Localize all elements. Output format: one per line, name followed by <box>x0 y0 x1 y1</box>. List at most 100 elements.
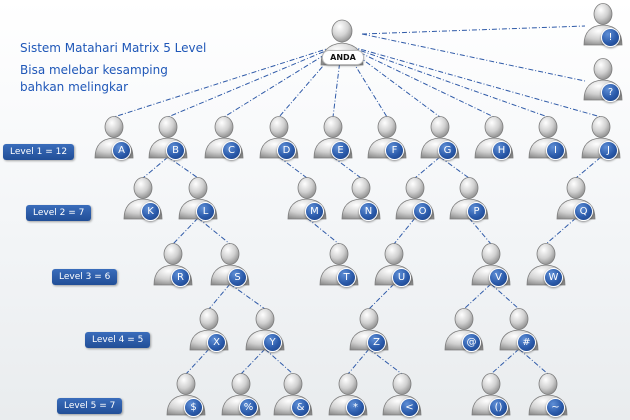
member-node-dollar: $ <box>164 372 208 417</box>
member-node-j: J <box>579 115 623 160</box>
member-node-tilde: ~ <box>526 372 570 417</box>
member-node-ampersand: & <box>271 372 315 417</box>
hash-to-tilde-connector <box>518 348 549 375</box>
node-letter-badge: B <box>166 141 185 160</box>
root-to-placeholder-question-connector <box>361 33 586 82</box>
node-letter-badge: P <box>467 202 486 221</box>
node-letter-badge: * <box>346 398 365 417</box>
member-node-a: A <box>92 115 136 160</box>
b-to-k-connector <box>142 156 169 179</box>
member-node-asterisk: * <box>326 372 370 417</box>
z-to-asterisk-connector <box>347 348 370 375</box>
member-node-r: R <box>151 242 195 287</box>
l-to-s-connector <box>197 217 231 245</box>
member-node-k: K <box>121 176 165 221</box>
member-node-o: O <box>393 176 437 221</box>
node-letter-badge: R <box>171 268 190 287</box>
member-node-hash: # <box>497 307 541 352</box>
member-node-b: B <box>146 115 190 160</box>
u-to-z-connector <box>368 283 395 310</box>
level-1-badge: Level 1 = 12 <box>3 144 75 160</box>
member-node-parentheses: () <box>469 372 513 417</box>
e-to-n-connector <box>332 156 362 179</box>
level-3-badge: Level 3 = 6 <box>52 269 118 285</box>
node-letter-badge: ? <box>601 83 620 102</box>
node-letter-badge: O <box>413 202 432 221</box>
node-letter-badge: Y <box>263 333 282 352</box>
root-to-d-connector <box>278 43 343 118</box>
y-to-percent-connector <box>240 348 266 375</box>
level-2-badge: Level 2 = 7 <box>26 205 92 221</box>
node-letter-badge: J <box>599 141 618 160</box>
member-node-y: Y <box>243 307 287 352</box>
node-letter-badge: () <box>489 398 508 417</box>
node-letter-badge: U <box>392 268 411 287</box>
member-node-placeholder-exclamation: ! <box>581 2 625 47</box>
member-node-s: S <box>208 242 252 287</box>
node-letter-badge: < <box>400 398 419 417</box>
node-letter-badge: L <box>196 202 215 221</box>
node-letter-badge: # <box>517 333 536 352</box>
member-node-percent: % <box>219 372 263 417</box>
member-node-placeholder-question: ? <box>581 57 625 102</box>
b-to-l-connector <box>167 156 199 179</box>
member-node-less-than: < <box>380 372 424 417</box>
member-node-g: G <box>418 115 462 160</box>
member-node-z: Z <box>347 307 391 352</box>
member-node-h: H <box>472 115 516 160</box>
g-to-o-connector <box>414 156 441 179</box>
node-letter-badge: D <box>277 141 296 160</box>
q-to-w-connector <box>545 217 577 245</box>
root-to-b-connector <box>167 43 343 118</box>
node-letter-badge: ! <box>601 28 620 47</box>
node-letter-badge: E <box>331 141 350 160</box>
member-node-t: T <box>317 242 361 287</box>
member-node-u: U <box>372 242 416 287</box>
node-letter-badge: X <box>207 333 226 352</box>
node-letter-badge: M <box>305 202 324 221</box>
node-letter-badge: N <box>359 202 378 221</box>
o-to-u-connector <box>393 217 416 245</box>
root-to-j-connector <box>341 43 602 118</box>
y-to-ampersand-connector <box>264 348 294 375</box>
node-letter-badge: V <box>489 268 508 287</box>
z-to-less-than-connector <box>368 348 403 375</box>
node-letter-badge: C <box>222 141 241 160</box>
node-letter-badge: I <box>546 141 565 160</box>
node-letter-badge: & <box>291 398 310 417</box>
diagram-subtitle-line-2: bahkan melingkar <box>20 80 129 94</box>
member-node-x: X <box>187 307 231 352</box>
member-node-w: W <box>524 242 568 287</box>
member-node-f: F <box>365 115 409 160</box>
node-letter-badge: ~ <box>546 398 565 417</box>
level-5-badge: Level 5 = 7 <box>57 398 123 414</box>
node-letter-badge: H <box>492 141 511 160</box>
j-to-q-connector <box>575 156 602 179</box>
p-to-v-connector <box>468 217 492 245</box>
member-node-d: D <box>257 115 301 160</box>
diagram-subtitle-line-1: Bisa melebar kesamping <box>20 63 168 77</box>
g-to-p-connector <box>439 156 470 179</box>
member-node-m: M <box>285 176 329 221</box>
m-to-t-connector <box>306 217 340 245</box>
s-to-x-connector <box>208 283 231 310</box>
node-letter-badge: Q <box>574 202 593 221</box>
member-node-v: V <box>469 242 513 287</box>
x-to-dollar-connector <box>185 348 210 375</box>
node-letter-badge: K <box>141 202 160 221</box>
node-letter-badge: W <box>544 268 563 287</box>
v-to-at-connector <box>463 283 492 310</box>
root-to-placeholder-exclamation-connector <box>361 25 586 35</box>
s-to-y-connector <box>229 283 266 310</box>
member-node-n: N <box>339 176 383 221</box>
root-node-anda: ANDA <box>318 18 366 66</box>
member-node-l: L <box>176 176 220 221</box>
member-node-e: E <box>311 115 355 160</box>
node-letter-badge: T <box>337 268 356 287</box>
member-node-q: Q <box>554 176 598 221</box>
node-letter-badge: F <box>385 141 404 160</box>
v-to-hash-connector <box>490 283 520 310</box>
member-node-i: I <box>526 115 570 160</box>
member-node-c: C <box>202 115 246 160</box>
